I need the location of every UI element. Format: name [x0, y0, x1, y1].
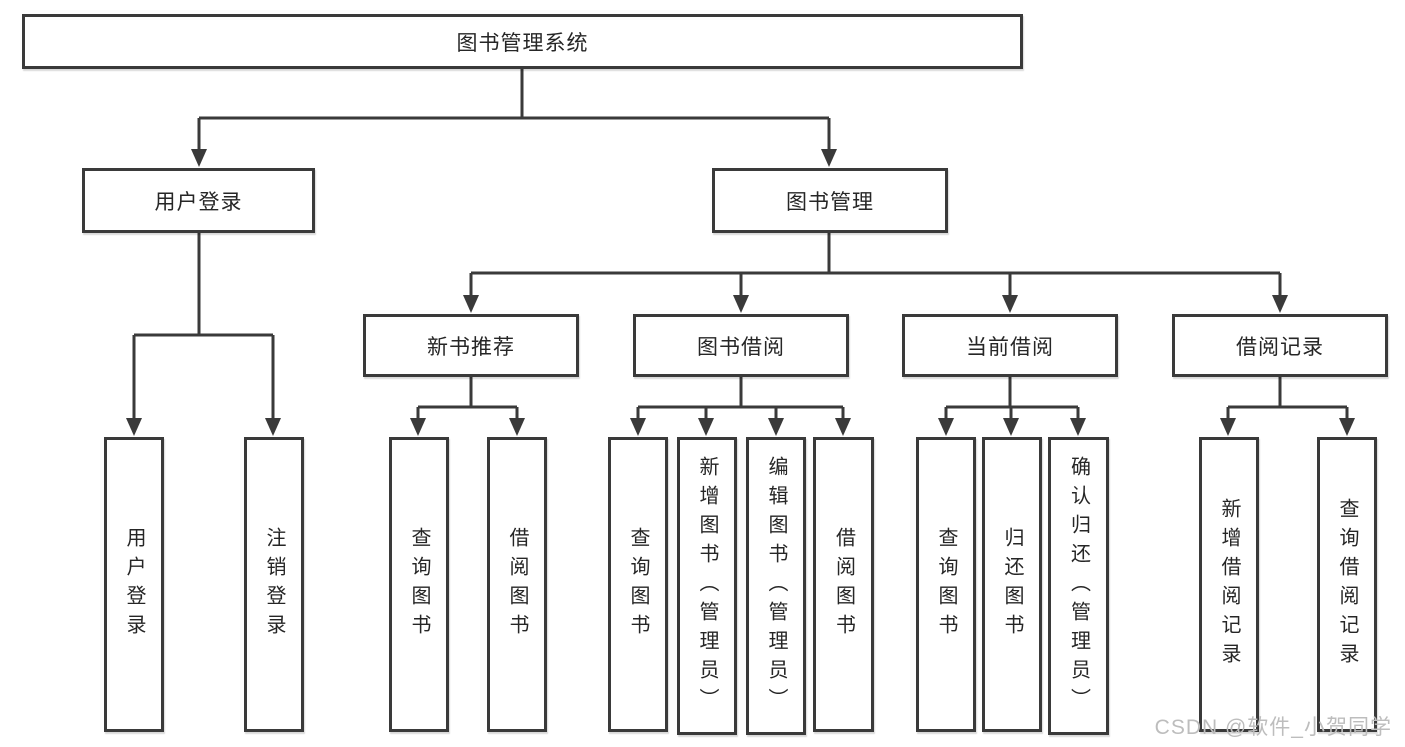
node-label: 用户登录 [154, 190, 243, 214]
connector-root-to-level2 [197, 68, 831, 150]
node-new-book-recommend: 新书推荐 [363, 314, 579, 377]
node-label: 注销登录 [263, 526, 285, 643]
node-label: 查询图书 [627, 526, 649, 643]
node-leaf-br-query-record: 查询借阅记录 [1317, 437, 1377, 732]
connector-user-login-children [132, 232, 275, 420]
watermark: CSDN @软件_小贺同学 [1154, 716, 1392, 739]
node-label: 查询图书 [935, 526, 957, 643]
arrowhead-logout-leaf [265, 418, 281, 436]
connector-book-borrow-children [636, 376, 845, 420]
node-current-borrow: 当前借阅 [902, 314, 1118, 377]
arrowhead-user-login-leaf [126, 418, 142, 436]
node-label: 编辑图书（管理员） [765, 455, 787, 717]
node-leaf-cb-return-books: 归还图书 [982, 437, 1042, 732]
arrowhead-br-query-record [1339, 418, 1355, 436]
node-leaf-logout: 注销登录 [244, 437, 304, 732]
connector-book-management-children [469, 232, 1282, 297]
arrowhead-bb-edit-books [768, 418, 784, 436]
arrowhead-nbr-query-books [410, 418, 426, 436]
node-leaf-bb-borrow-books: 借阅图书 [813, 437, 874, 732]
arrowhead-nbr-borrow-books [509, 418, 525, 436]
node-leaf-br-add-record: 新增借阅记录 [1199, 437, 1259, 732]
node-library-management-system: 图书管理系统 [22, 14, 1023, 69]
arrowhead-bb-borrow-books [835, 418, 851, 436]
arrowhead-borrow-records [1272, 295, 1288, 313]
node-borrow-records: 借阅记录 [1172, 314, 1388, 377]
node-leaf-nbr-borrow-books: 借阅图书 [487, 437, 547, 732]
node-book-management: 图书管理 [712, 168, 948, 233]
connector-new-book-recommend-children [416, 376, 519, 420]
node-leaf-bb-query-books: 查询图书 [608, 437, 668, 732]
arrowhead-cb-query-books [938, 418, 954, 436]
node-label: 图书借阅 [697, 335, 785, 359]
arrowhead-br-add-record [1220, 418, 1236, 436]
node-label: 借阅图书 [506, 526, 528, 643]
arrowhead-book-management [821, 149, 837, 167]
node-book-borrow: 图书借阅 [633, 314, 849, 377]
node-label: 借阅图书 [832, 526, 855, 643]
connector-current-borrow-children [944, 376, 1080, 420]
arrowhead-bb-query-books [630, 418, 646, 436]
node-label: 查询借阅记录 [1336, 497, 1358, 672]
arrowhead-bb-add-books [698, 418, 714, 436]
node-leaf-user-login: 用户登录 [104, 437, 164, 732]
node-user-login: 用户登录 [82, 168, 315, 233]
arrowhead-book-borrow [733, 295, 749, 313]
node-label: 图书管理 [786, 190, 874, 214]
arrowhead-user-login [191, 149, 207, 167]
node-label: 用户登录 [123, 526, 145, 643]
connector-borrow-records-children [1226, 376, 1349, 420]
node-leaf-bb-edit-books-admin: 编辑图书（管理员） [746, 437, 806, 735]
node-label: 新增借阅记录 [1218, 497, 1240, 672]
node-label: 确认归还（管理员） [1067, 455, 1090, 717]
arrowhead-cb-return-books [1003, 418, 1019, 436]
node-label: 归还图书 [1001, 526, 1023, 643]
node-label: 新书推荐 [427, 335, 515, 359]
node-label: 借阅记录 [1236, 335, 1324, 359]
node-leaf-nbr-query-books: 查询图书 [389, 437, 449, 732]
node-leaf-cb-query-books: 查询图书 [916, 437, 976, 732]
arrowhead-cb-confirm-return [1070, 418, 1086, 436]
node-label: 查询图书 [408, 526, 430, 643]
node-label: 当前借阅 [966, 335, 1054, 359]
arrowhead-new-book-recommend [463, 295, 479, 313]
node-leaf-cb-confirm-return-admin: 确认归还（管理员） [1048, 437, 1109, 735]
node-leaf-bb-add-books-admin: 新增图书（管理员） [677, 437, 737, 735]
arrowhead-current-borrow [1002, 295, 1018, 313]
node-label: 新增图书（管理员） [696, 455, 718, 717]
node-label: 图书管理系统 [456, 31, 589, 55]
